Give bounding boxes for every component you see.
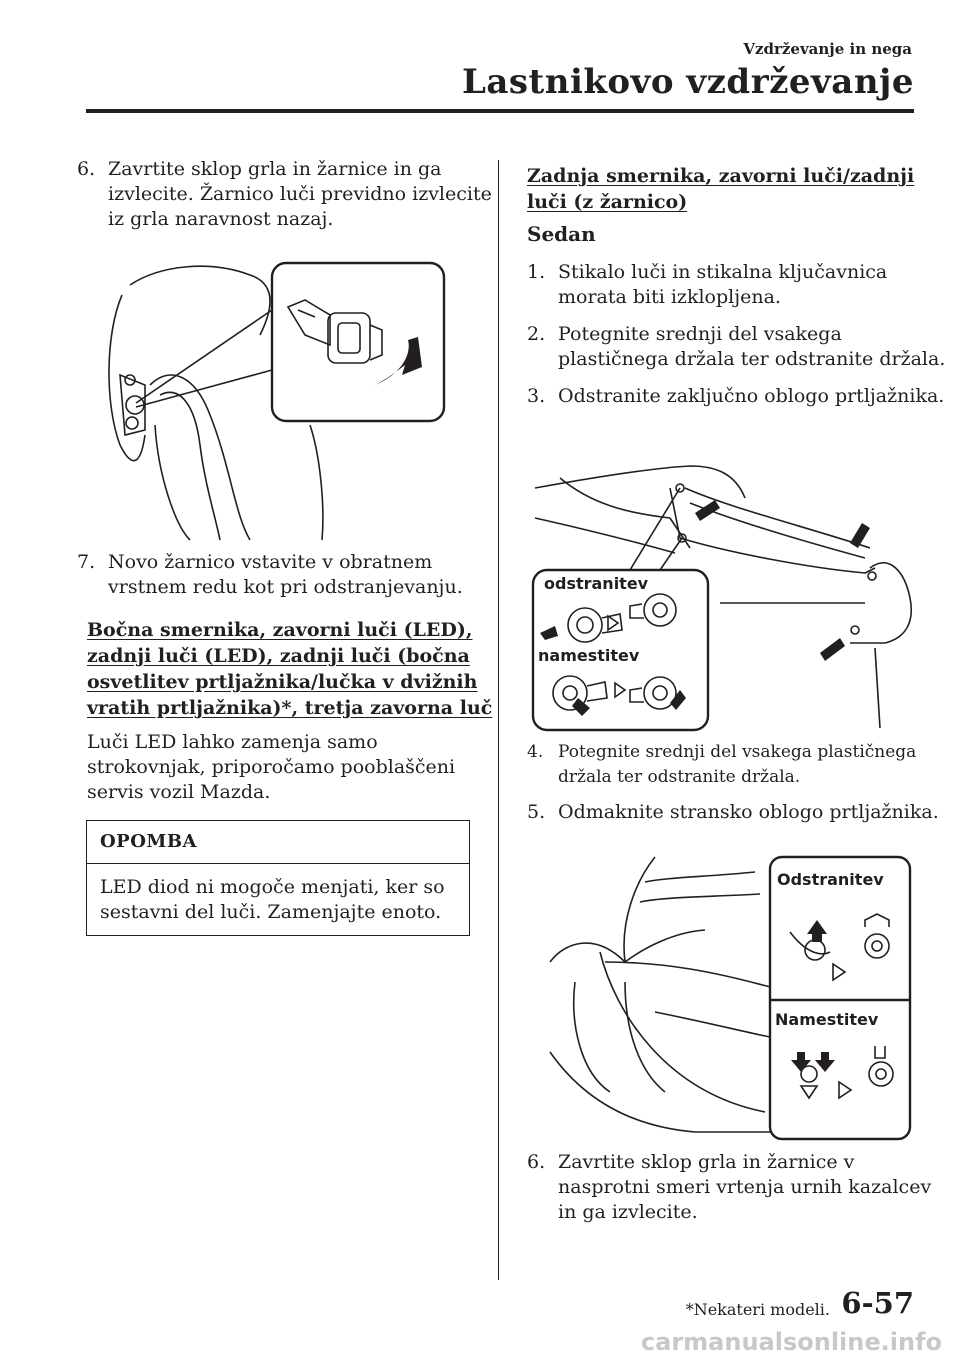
note-box: OPOMBA LED diod ni mogoče menjati, ker s… — [86, 820, 470, 936]
step-number: 1. — [527, 261, 546, 283]
led-section-heading-3: osvetlitev prtljažnika/lučka v dvižnih — [87, 671, 478, 693]
note-header: OPOMBA — [87, 821, 469, 864]
led-section-heading-4: vratih prtljažnika)*, tretja zavorna luč — [87, 697, 493, 719]
step-text: Zavrtite sklop grla in žarnice v nasprot… — [558, 1151, 932, 1223]
right-step-1: 1. Stikalo luči in stikalna ključavnica m… — [527, 260, 948, 310]
step-number: 6. — [77, 158, 96, 180]
install-label: namestitev — [538, 646, 640, 665]
note-text: LED diod ni mogoče menjati, ker so sesta… — [100, 876, 445, 923]
step-number: 7. — [77, 551, 96, 573]
bulb-section-heading-1: Zadnja smernika, zavorni luči/zadnji — [527, 165, 915, 187]
right-step-5: 5. Odmaknite stransko oblogo prtljažnika. — [527, 800, 948, 825]
sedan-subheading: Sedan — [527, 222, 596, 246]
footnote: *Nekateri modeli. — [685, 1300, 830, 1319]
watermark: carmanualsonline.info — [640, 1328, 942, 1356]
trunk-end-trim-diagram: odstranitev namestitev — [530, 458, 915, 733]
trunk-side-trim-diagram: Odstranitev Namestitev — [545, 852, 915, 1142]
step-number: 4. — [527, 742, 544, 762]
note-title: OPOMBA — [100, 831, 197, 852]
led-section-heading-1: Bočna smernika, zavorni luči (LED), — [87, 619, 473, 641]
step-text: Odstranite zaključno oblogo prtljažnika. — [558, 385, 945, 407]
step-text: Stikalo luči in stikalna ključavnica mor… — [558, 261, 888, 308]
bulb-socket-removal-diagram — [108, 261, 446, 541]
left-step-6: 6. Zavrtite sklop grla in žarnice in ga i… — [77, 157, 503, 232]
right-step-2: 2. Potegnite srednji del vsakega plastičn… — [527, 322, 948, 372]
step-number: 6. — [527, 1151, 546, 1173]
right-step-3: 3. Odstranite zaključno oblogo prtljažnik… — [527, 384, 948, 409]
right-step-4: 4. Potegnite srednji del vsakega plastičn… — [527, 740, 948, 790]
step-number: 5. — [527, 801, 546, 823]
step-text: Zavrtite sklop grla in žarnice in ga izv… — [108, 158, 492, 230]
step-text: Potegnite srednji del vsakega plastičneg… — [558, 742, 917, 787]
left-step-7: 7. Novo žarnico vstavite v obratnem vrstn… — [77, 550, 503, 600]
header-rule — [86, 109, 914, 113]
remove-label: Odstranitev — [777, 870, 884, 889]
bulb-section-heading-2: luči (z žarnico) — [527, 191, 688, 213]
remove-label: odstranitev — [544, 574, 649, 593]
step-text: Odmaknite stransko oblogo prtljažnika. — [558, 801, 939, 823]
right-step-6: 6. Zavrtite sklop grla in žarnice v naspr… — [527, 1150, 948, 1225]
chapter-title: Lastnikovo vzdrževanje — [461, 62, 914, 102]
step-number: 3. — [527, 385, 546, 407]
led-section-heading-2: zadnji luči (LED), zadnji luči (bočna — [87, 645, 470, 667]
led-paragraph: Luči LED lahko zamenja samo strokovnjak,… — [87, 731, 456, 803]
section-title: Vzdrževanje in nega — [743, 40, 912, 58]
page-number: 6-57 — [841, 1286, 914, 1320]
column-divider — [498, 160, 499, 1280]
install-label: Namestitev — [775, 1010, 879, 1029]
step-text: Novo žarnico vstavite v obratnem vrstnem… — [108, 551, 463, 598]
step-text: Potegnite srednji del vsakega plastičneg… — [558, 323, 946, 370]
step-number: 2. — [527, 323, 546, 345]
